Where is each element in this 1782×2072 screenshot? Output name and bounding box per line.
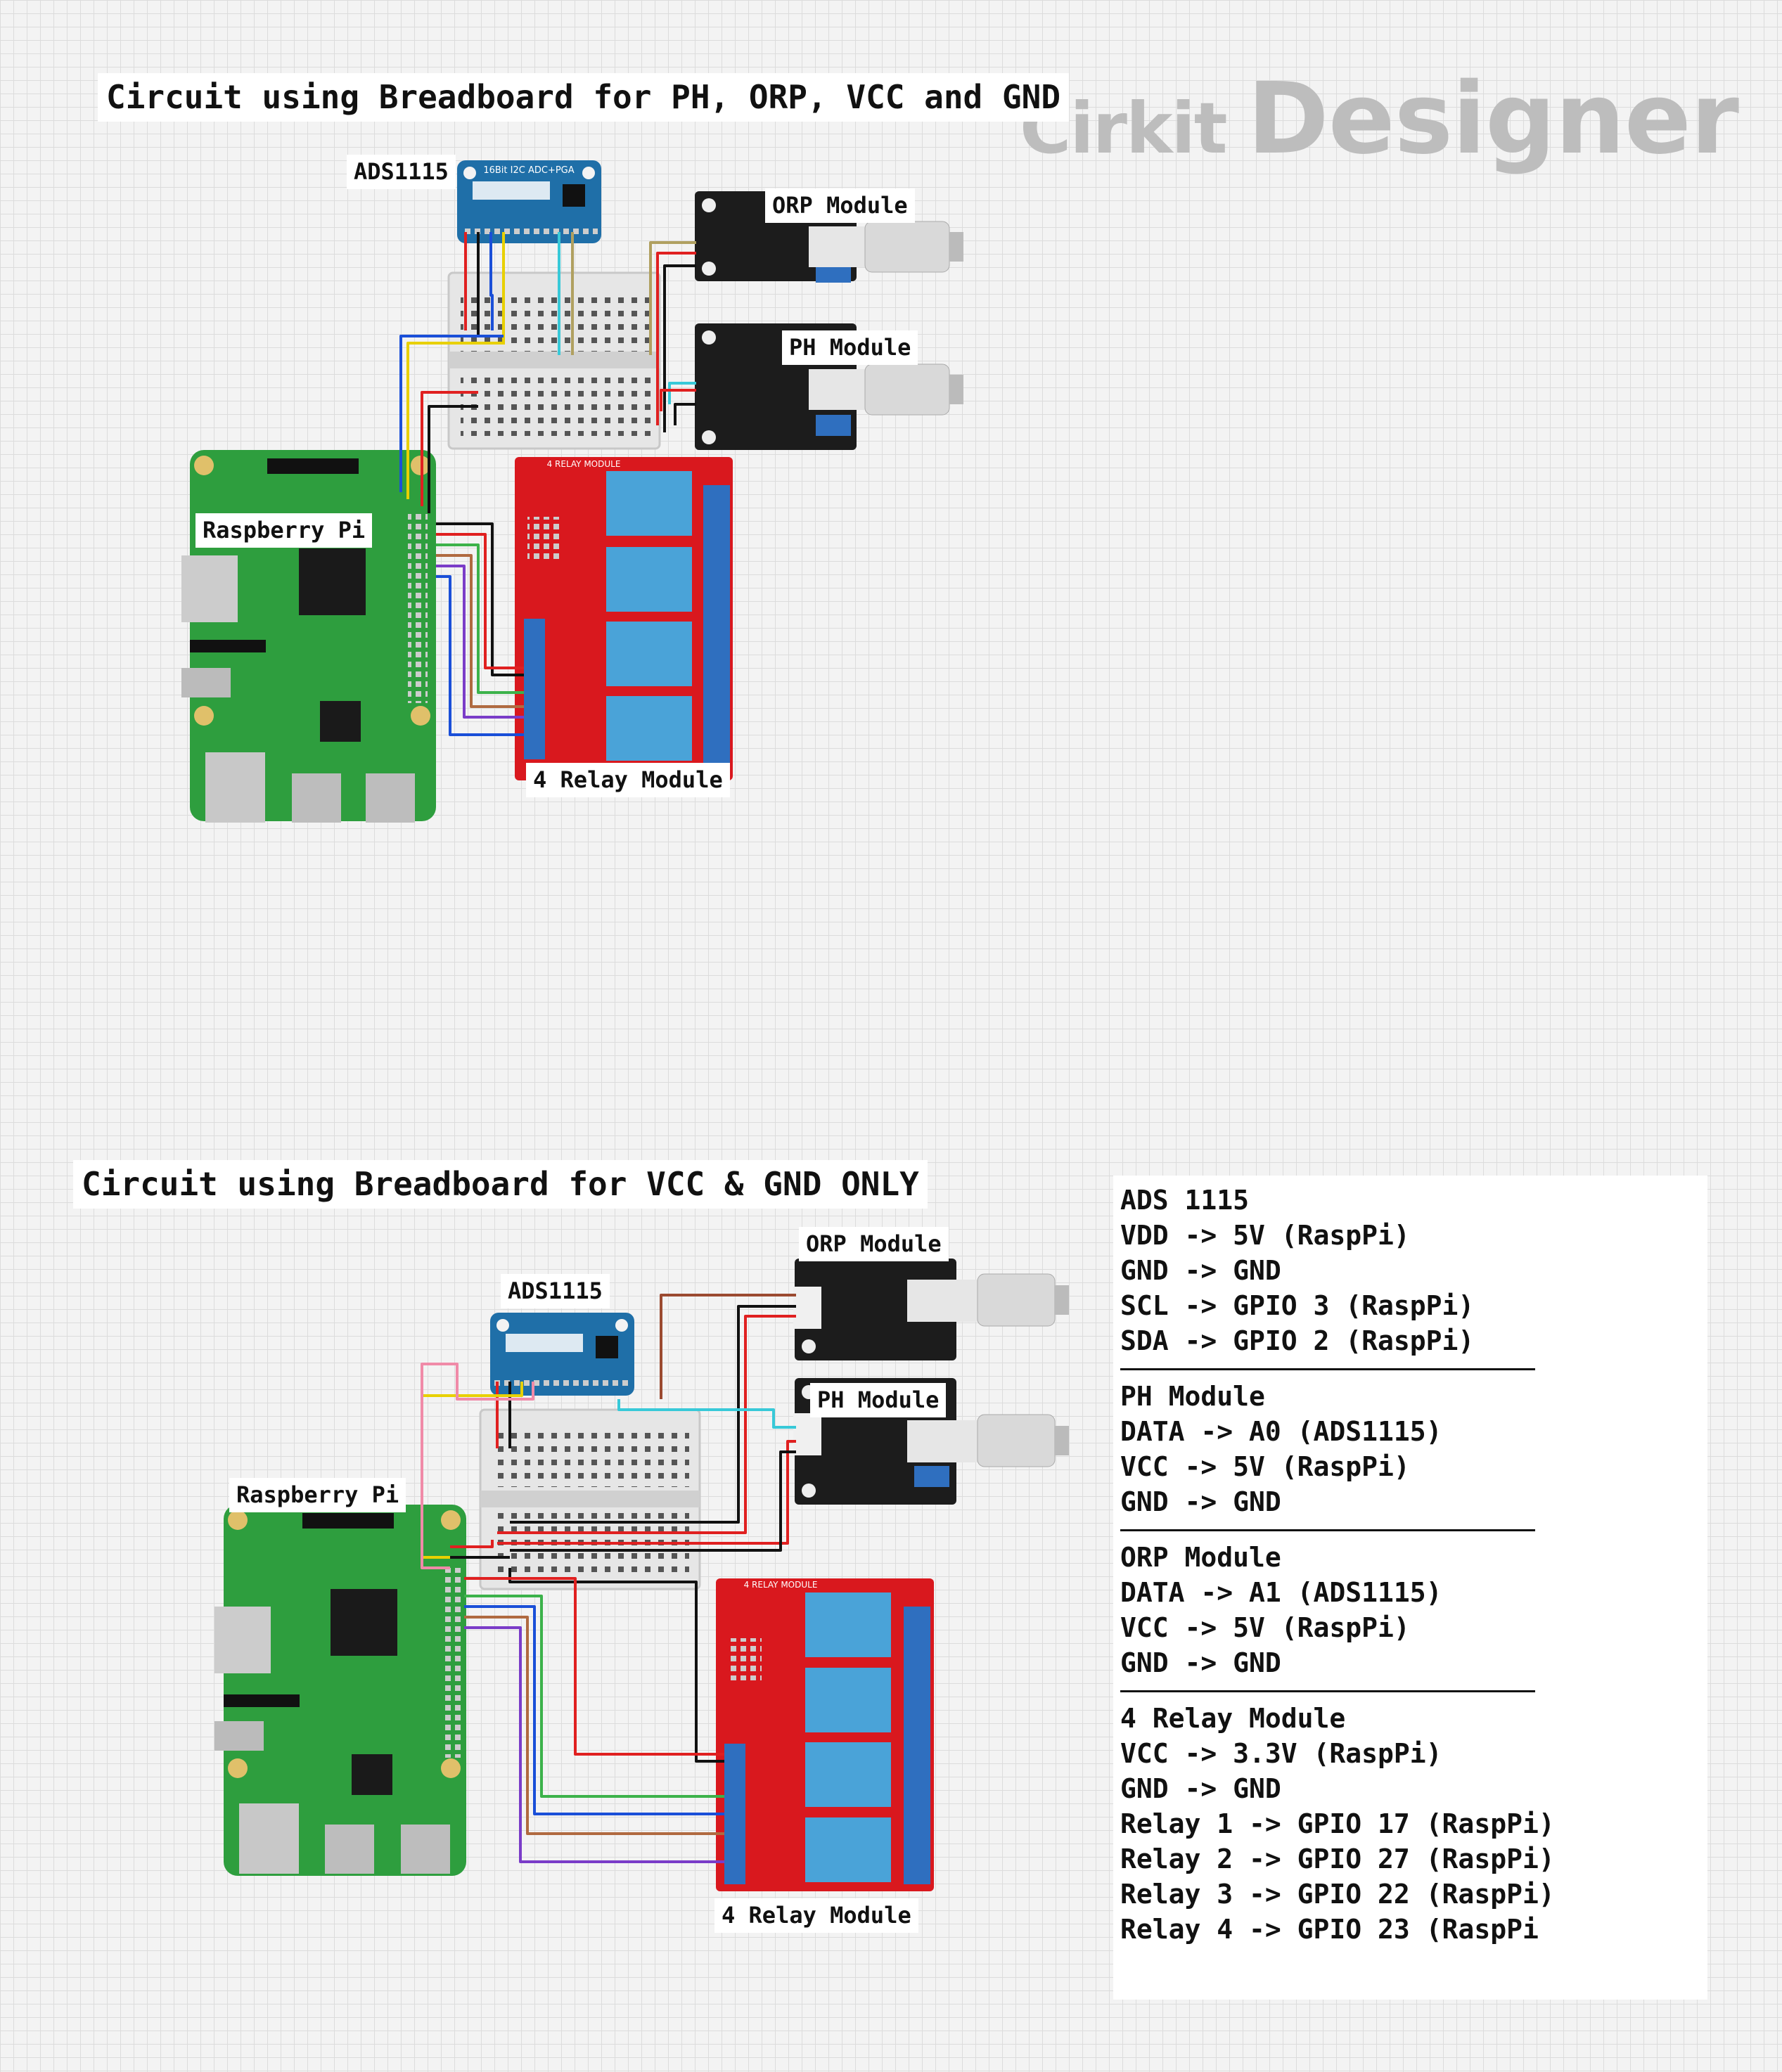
orp-module-board-2: [793, 1259, 1069, 1360]
note-line: GND -> GND: [1120, 1773, 1281, 1804]
raspberry-pi-board-2: [214, 1505, 466, 1876]
notes-divider: [1120, 1529, 1535, 1531]
note-line: DATA -> A0 (ADS1115): [1120, 1416, 1442, 1447]
notes-orp-module: ORP Module DATA -> A1 (ADS1115) VCC -> 5…: [1120, 1540, 1700, 1692]
diagram1-orp-label: ORP Module: [765, 188, 915, 223]
note-line: VDD -> 5V (RaspPi): [1120, 1220, 1410, 1251]
diagram1-ads-label: ADS1115: [347, 155, 456, 189]
ads-silk-1: 16Bit I2C ADC+PGA: [483, 165, 574, 176]
note-line: Relay 2 -> GPIO 27 (RaspPi): [1120, 1843, 1555, 1874]
note-line: Relay 4 -> GPIO 23 (RaspPi: [1120, 1914, 1539, 1945]
diagram1-title: Circuit using Breadboard for PH, ORP, VC…: [98, 73, 1070, 122]
notes-divider: [1120, 1368, 1535, 1370]
wiring-notes-panel: ADS 1115 VDD -> 5V (RaspPi) GND -> GND S…: [1113, 1176, 1707, 2000]
diagram2-drawing: 4 RELAY MODULE: [214, 1259, 1069, 1891]
note-line: VCC -> 5V (RaspPi): [1120, 1612, 1410, 1643]
notes-divider: [1120, 1690, 1535, 1692]
note-line: GND -> GND: [1120, 1255, 1281, 1286]
diagram2-ads-label: ADS1115: [501, 1274, 610, 1308]
ads1115-board-2: [490, 1313, 634, 1396]
notes-relay-module: 4 Relay Module VCC -> 3.3V (RaspPi) GND …: [1120, 1701, 1700, 1947]
wires-1: [399, 232, 696, 736]
relay-module-board-1: 4 RELAY MODULE: [515, 457, 733, 780]
logo-name: Designer: [1247, 62, 1739, 176]
relay-silk-1: 4 RELAY MODULE: [547, 459, 621, 469]
breadboard-1: [447, 271, 661, 450]
note-line: SCL -> GPIO 3 (RaspPi): [1120, 1290, 1475, 1321]
note-line: Relay 3 -> GPIO 22 (RaspPi): [1120, 1879, 1555, 1910]
relay-silk-2: 4 RELAY MODULE: [744, 1580, 818, 1590]
note-line: 4 Relay Module: [1120, 1703, 1346, 1734]
note-line: GND -> GND: [1120, 1647, 1281, 1678]
note-line: Relay 1 -> GPIO 17 (RaspPi): [1120, 1808, 1555, 1839]
ads1115-board-1: 16Bit I2C ADC+PGA: [457, 160, 601, 243]
diagram1-relay-label: 4 Relay Module: [526, 763, 730, 797]
note-line: SDA -> GPIO 2 (RaspPi): [1120, 1325, 1475, 1356]
note-line: DATA -> A1 (ADS1115): [1120, 1577, 1442, 1608]
note-line: VCC -> 3.3V (RaspPi): [1120, 1738, 1442, 1769]
diagram2-orp-label: ORP Module: [799, 1227, 949, 1261]
breadboard-2: [479, 1408, 701, 1590]
note-line: ORP Module: [1120, 1542, 1281, 1573]
note-line: GND -> GND: [1120, 1486, 1281, 1517]
diagram1-ph-label: PH Module: [782, 330, 918, 365]
note-line: VCC -> 5V (RaspPi): [1120, 1451, 1410, 1482]
diagram2-ph-label: PH Module: [810, 1383, 947, 1417]
diagram1-drawing: 16Bit I2C ADC+PGA: [181, 160, 963, 823]
notes-ads1115: ADS 1115 VDD -> 5V (RaspPi) GND -> GND S…: [1120, 1183, 1700, 1370]
diagram2-relay-label: 4 Relay Module: [714, 1898, 918, 1933]
note-line: ADS 1115: [1120, 1185, 1250, 1216]
diagram1-pi-label: Raspberry Pi: [195, 513, 373, 548]
wires-2: [421, 1294, 796, 1863]
diagram2-pi-label: Raspberry Pi: [229, 1478, 406, 1512]
relay-module-board-2: 4 RELAY MODULE: [716, 1578, 934, 1891]
raspberry-pi-board-1: [181, 450, 436, 823]
notes-ph-module: PH Module DATA -> A0 (ADS1115) VCC -> 5V…: [1120, 1379, 1700, 1531]
diagram2-title: Circuit using Breadboard for VCC & GND O…: [73, 1160, 928, 1209]
note-line: PH Module: [1120, 1381, 1265, 1412]
